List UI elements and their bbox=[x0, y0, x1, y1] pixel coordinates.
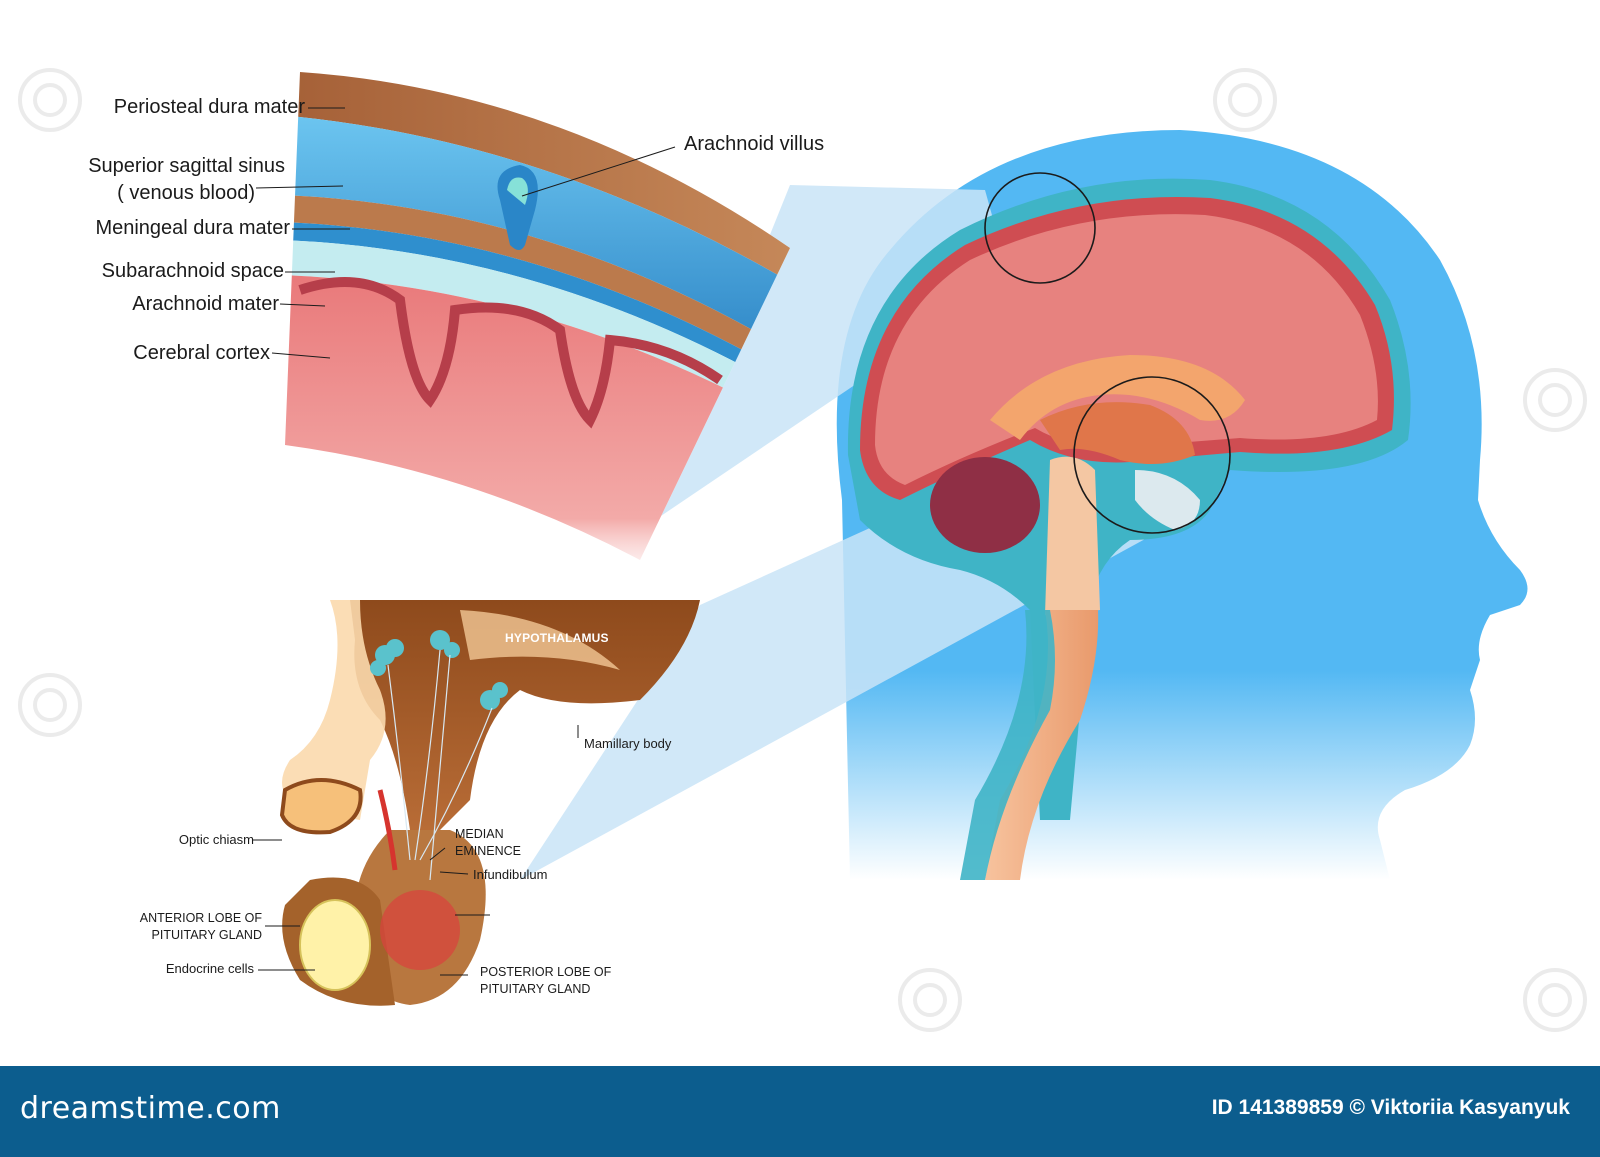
label-subarachnoid-space: Subarachnoid space bbox=[101, 260, 284, 282]
brand-logo[interactable]: dreamstime.com bbox=[20, 1091, 281, 1126]
label-meningeal-dura-mater: Meningeal dura mater bbox=[95, 217, 290, 239]
label-anterior-line-1: ANTERIOR LOBE OF bbox=[139, 911, 262, 925]
pituitary-inset bbox=[279, 600, 700, 1006]
label-median-line-2: EMINENCE bbox=[455, 844, 521, 858]
label-arachnoid-mater: Arachnoid mater bbox=[132, 293, 279, 315]
label-median-line-1: MEDIAN bbox=[455, 827, 504, 841]
label-superior-sagittal-sinus: Superior sagittal sinus bbox=[88, 155, 285, 177]
label-periosteal-dura-mater: Periosteal dura mater bbox=[113, 96, 305, 118]
label-optic-chiasm: Optic chiasm bbox=[178, 832, 254, 847]
brain-section bbox=[847, 172, 1411, 880]
label-mamillary-body: Mamillary body bbox=[584, 736, 672, 751]
label-posterior-line-1: POSTERIOR LOBE OF bbox=[480, 965, 612, 979]
label-anterior-line-2: PITUITARY GLAND bbox=[151, 928, 262, 942]
label-anterior-lobe: ANTERIOR LOBE OF PITUITARY GLAND bbox=[140, 910, 262, 944]
label-venous-blood: ( venous blood) bbox=[117, 182, 255, 204]
label-infundibulum: Infundibulum bbox=[473, 867, 548, 882]
label-posterior-lobe: POSTERIOR LOBE OF PITUITARY GLAND bbox=[480, 964, 611, 998]
leader-lines bbox=[253, 107, 676, 976]
label-median-eminence: MEDIAN EMINENCE bbox=[455, 826, 521, 860]
label-posterior-line-2: PITUITARY GLAND bbox=[480, 982, 591, 996]
watermark-spirals bbox=[18, 68, 1587, 1032]
label-cerebral-cortex: Cerebral cortex bbox=[133, 342, 270, 364]
footer-bar: dreamstime.com ID 141389859 © Viktoriia … bbox=[0, 1066, 1600, 1157]
label-hypothalamus: HYPOTHALAMUS bbox=[505, 631, 609, 645]
label-arachnoid-villus: Arachnoid villus bbox=[684, 133, 825, 155]
label-endocrine-cells: Endocrine cells bbox=[165, 961, 254, 976]
image-credit: ID 141389859 © Viktoriia Kasyanyuk bbox=[1211, 1096, 1570, 1119]
